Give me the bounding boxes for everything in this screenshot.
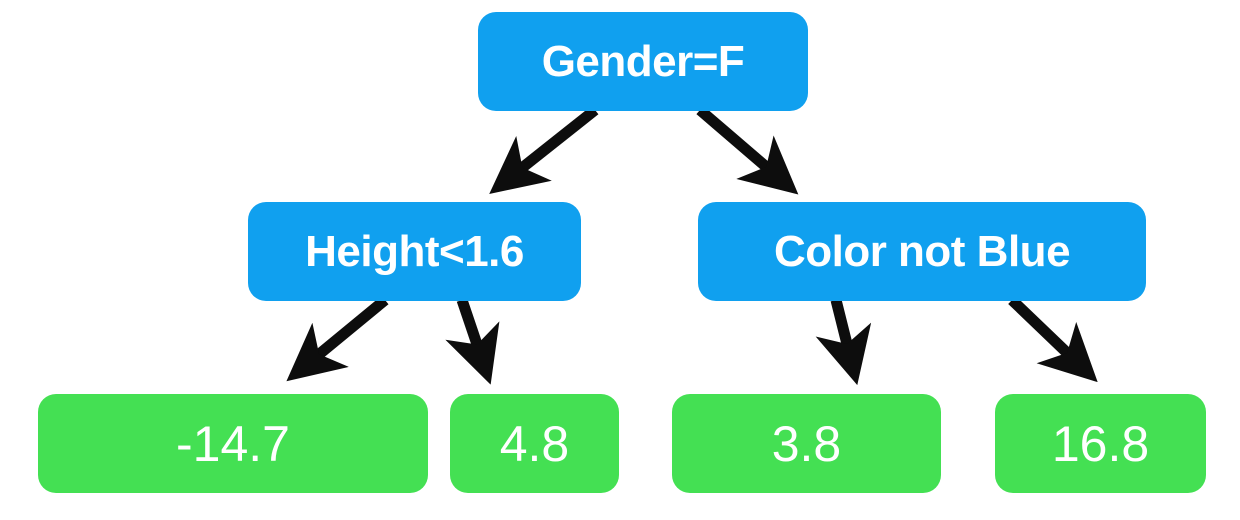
edge-root-to-color xyxy=(696,105,799,195)
edge-height-to-leaf1 xyxy=(286,295,389,382)
leaf-node-1[interactable]: -14.7 xyxy=(38,394,428,493)
decision-node-color-label: Color not Blue xyxy=(773,226,1071,276)
decision-node-root-label: Gender=F xyxy=(541,36,745,86)
decision-node-height[interactable]: Height<1.6 xyxy=(248,202,581,301)
decision-node-root[interactable]: Gender=F xyxy=(478,12,808,111)
leaf-node-3[interactable]: 3.8 xyxy=(672,394,941,493)
edge-color-to-leaf3 xyxy=(815,298,872,386)
leaf-node-4-value: 16.8 xyxy=(1051,415,1150,472)
leaf-node-2-value: 4.8 xyxy=(499,415,570,472)
decision-node-height-label: Height<1.6 xyxy=(305,226,524,276)
edge-root-to-height xyxy=(489,105,599,194)
edge-color-to-leaf4 xyxy=(1008,296,1098,383)
leaf-node-3-value: 3.8 xyxy=(771,415,842,472)
leaf-node-2[interactable]: 4.8 xyxy=(450,394,619,493)
edge-height-to-leaf2 xyxy=(445,298,500,385)
leaf-node-1-value: -14.7 xyxy=(176,415,290,472)
decision-node-color[interactable]: Color not Blue xyxy=(698,202,1146,301)
leaf-node-4[interactable]: 16.8 xyxy=(995,394,1206,493)
